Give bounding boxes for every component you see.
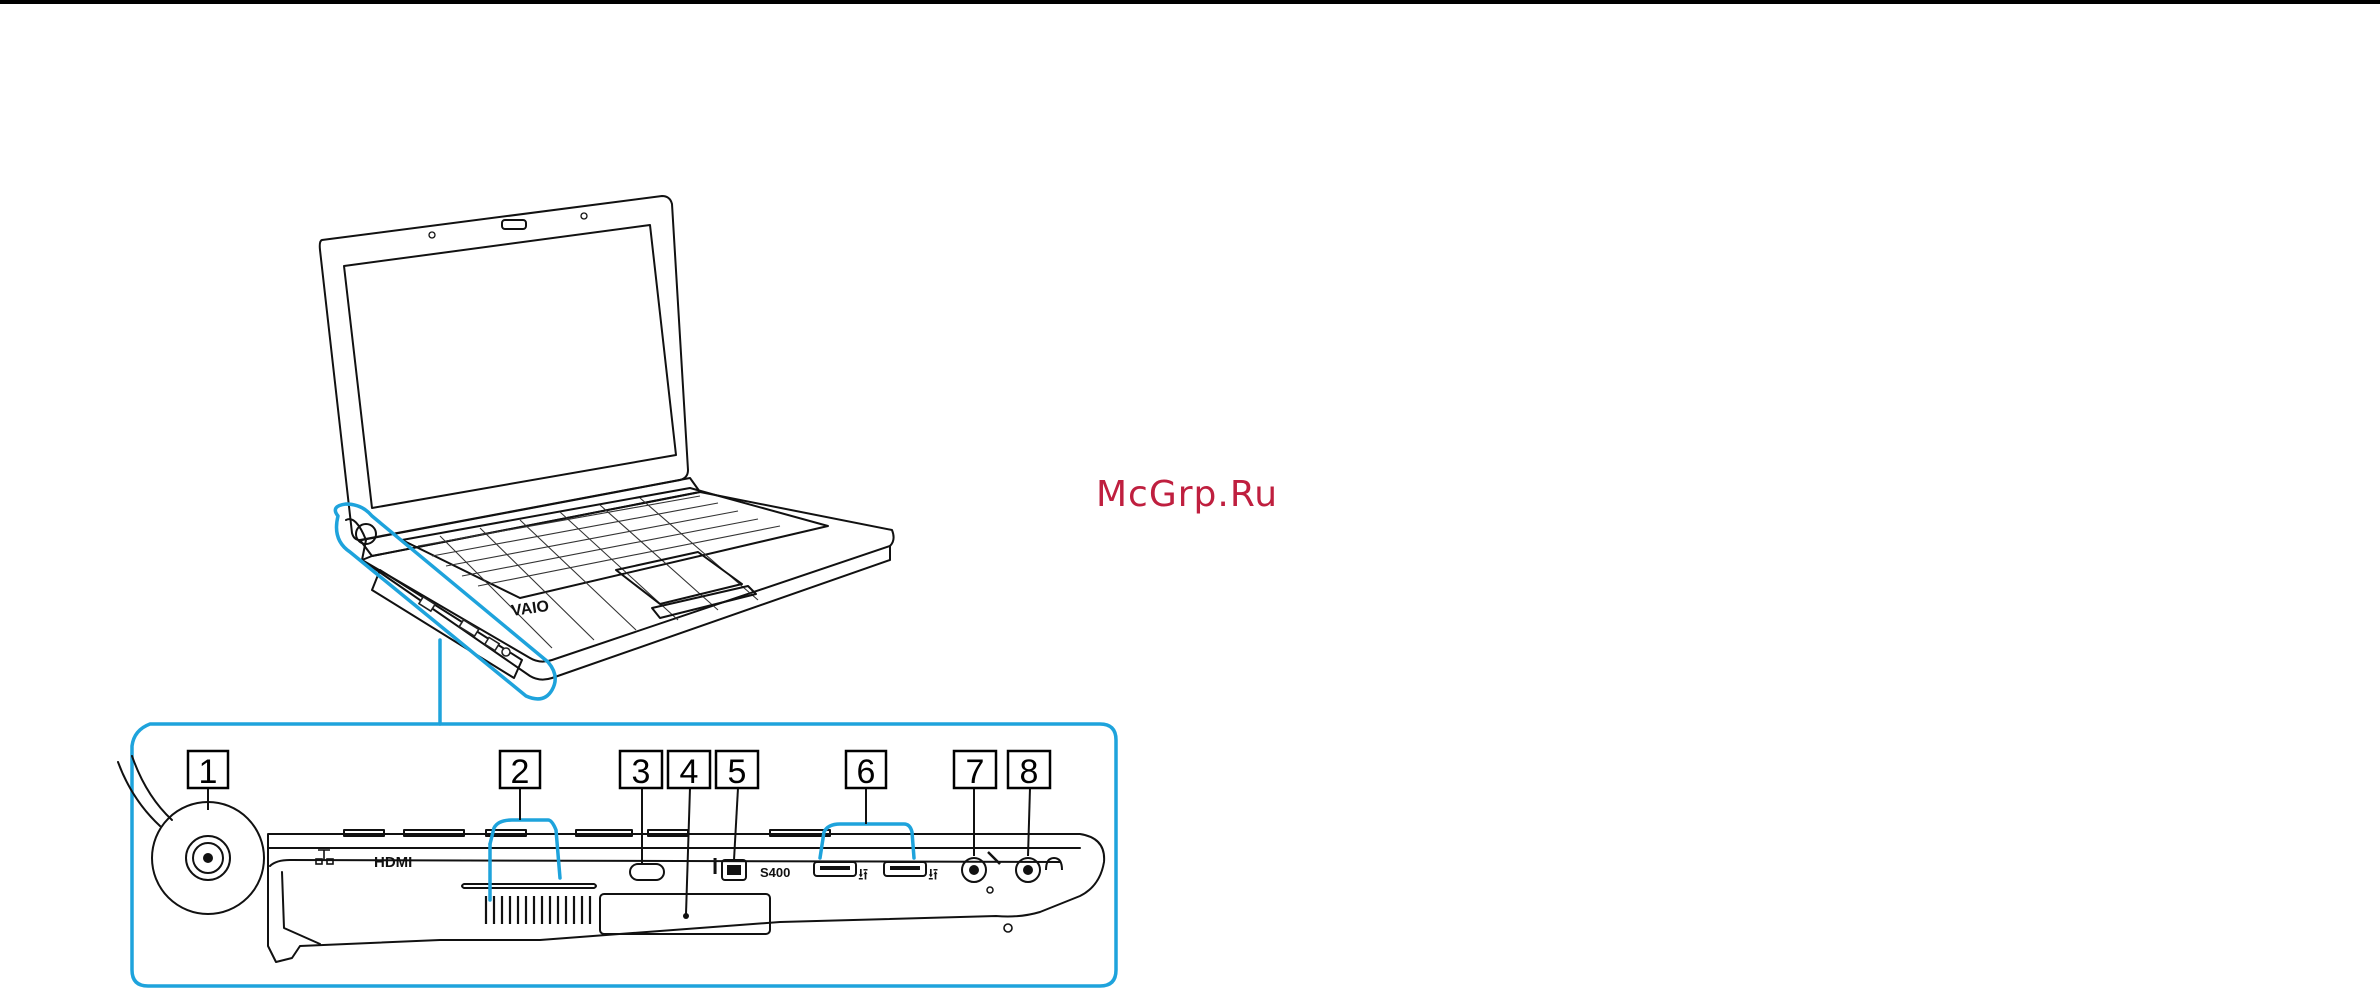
headphones-icon	[1046, 858, 1062, 870]
watermark-text: McGrp.Ru	[1096, 474, 1278, 515]
usb-port-1	[814, 862, 856, 876]
svg-text:8: 8	[1020, 753, 1039, 791]
usb-icon-2: ⭿	[928, 867, 938, 884]
callout-8: 8	[1008, 751, 1050, 791]
callout-5: 5	[716, 751, 758, 791]
bracket-6	[820, 824, 914, 858]
callout-4: 4	[668, 751, 710, 791]
usb-icon: ⭿	[858, 867, 868, 884]
svg-text:3: 3	[632, 753, 651, 791]
ilink-label: S400	[760, 865, 790, 880]
laptop-illustration: VAIO	[320, 196, 894, 680]
svg-text:7: 7	[966, 753, 985, 791]
svg-text:6: 6	[857, 753, 876, 791]
svg-text:1: 1	[199, 753, 218, 791]
usb-port-2	[884, 862, 926, 876]
callout-6: 6	[846, 751, 886, 791]
ilink-icon: i S400	[712, 854, 790, 880]
callout-3: 3	[620, 751, 662, 791]
callout-2: 2	[500, 751, 540, 791]
callout-7: 7	[954, 751, 996, 791]
callout-1: 1	[188, 751, 228, 791]
network-icon	[316, 850, 333, 864]
vent-grill	[486, 896, 590, 924]
security-slot-icon	[630, 864, 664, 880]
svg-text:2: 2	[511, 753, 530, 791]
svg-text:4: 4	[680, 753, 699, 791]
hdmi-label: HDMI	[374, 854, 412, 871]
svg-text:5: 5	[728, 753, 747, 791]
brand-logo: VAIO	[510, 598, 550, 620]
svg-text:i: i	[712, 854, 718, 879]
